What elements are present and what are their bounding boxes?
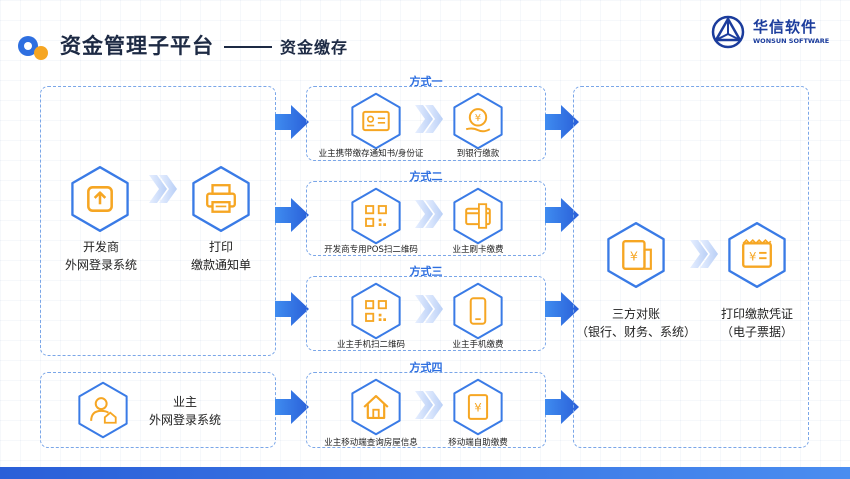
platform-logo-icon [16,34,50,62]
method-3-step2: 业主手机缴费 [452,340,504,350]
chevron-arrow-icon [413,388,443,422]
brand-english-name: WONSUN SOFTWARE [753,37,830,45]
method-1-step2: 到银行缴款 [456,149,500,159]
method-4-title: 方式四 [409,361,443,374]
chevron-arrow-icon [413,102,443,136]
flow-arrow-icon [275,196,309,234]
wonsun-logo-icon [708,14,748,50]
print-label-line2: 缴款通知单 [190,258,251,272]
method-2-title: 方式二 [409,170,443,183]
flow-arrow-icon [275,388,309,426]
reconcile-receipt-icon: ¥ [604,220,668,290]
method-2-step1: 开发商专用POS扫二维码 [324,245,418,255]
voucher-label-line1: 打印缴款凭证 [720,307,793,321]
reconcile-label-line2: （银行、财务、系统） [576,325,697,339]
owner-label-line1: 业主 [172,395,197,409]
bank-coin-icon: ¥ [449,91,507,151]
owner-label: 业主 外网登录系统 [140,393,230,429]
method-2-step2: 业主刷卡缴费 [452,245,504,255]
developer-label: 开发商 外网登录系统 [56,238,146,274]
chevron-arrow-icon [413,197,443,231]
svg-text:¥: ¥ [474,401,482,415]
page-title: 资金管理子平台 资金缴存 [60,30,348,60]
chevron-arrow-icon [147,172,177,206]
owner-label-line2: 外网登录系统 [148,413,221,427]
bottom-accent-bar [0,467,850,479]
printer-icon [189,164,253,234]
flow-arrow-icon [275,290,309,328]
invoice-voucher-icon: ¥ [725,220,789,290]
house-icon [347,377,405,437]
voucher-label-line2: （电子票据） [720,325,793,339]
svg-text:¥: ¥ [630,248,638,263]
developer-label-line1: 开发商 [82,240,119,254]
voucher-label: 打印缴款凭证 （电子票据） [702,305,812,341]
page-title-text: 资金管理子平台 [60,34,214,58]
svg-text:¥: ¥ [749,249,756,263]
chevron-arrow-icon [413,292,443,326]
page-subtitle: 资金缴存 [280,38,349,57]
reconcile-label-line1: 三方对账 [611,307,660,321]
method-1-step1: 业主携带缴存通知书/身份证 [318,149,424,159]
qr-code-icon [347,281,405,341]
reconcile-label: 三方对账 （银行、财务、系统） [576,305,696,341]
result-panel [573,86,809,448]
method-3-step1: 业主手机扫二维码 [336,340,405,350]
mobile-phone-icon [449,281,507,341]
svg-text:¥: ¥ [475,113,481,124]
method-3-title: 方式三 [409,265,443,278]
brand-name: 华信软件 [753,18,818,36]
flow-arrow-icon [275,103,309,141]
owner-user-icon [74,380,132,440]
print-label: 打印 缴款通知单 [176,238,266,274]
yuan-payment-icon: ¥ [449,377,507,437]
print-label-line1: 打印 [208,240,233,254]
chevron-arrow-icon [688,237,718,271]
upload-login-icon [68,164,132,234]
qr-code-icon [347,186,405,246]
method-4-step2: 移动端自助缴费 [448,438,508,448]
developer-label-line2: 外网登录系统 [64,258,137,272]
card-swipe-icon [449,186,507,246]
method-1-title: 方式一 [409,75,443,88]
title-dash [224,46,272,48]
method-4-step1: 业主移动端查询房屋信息 [324,438,418,448]
id-card-icon [347,91,405,151]
